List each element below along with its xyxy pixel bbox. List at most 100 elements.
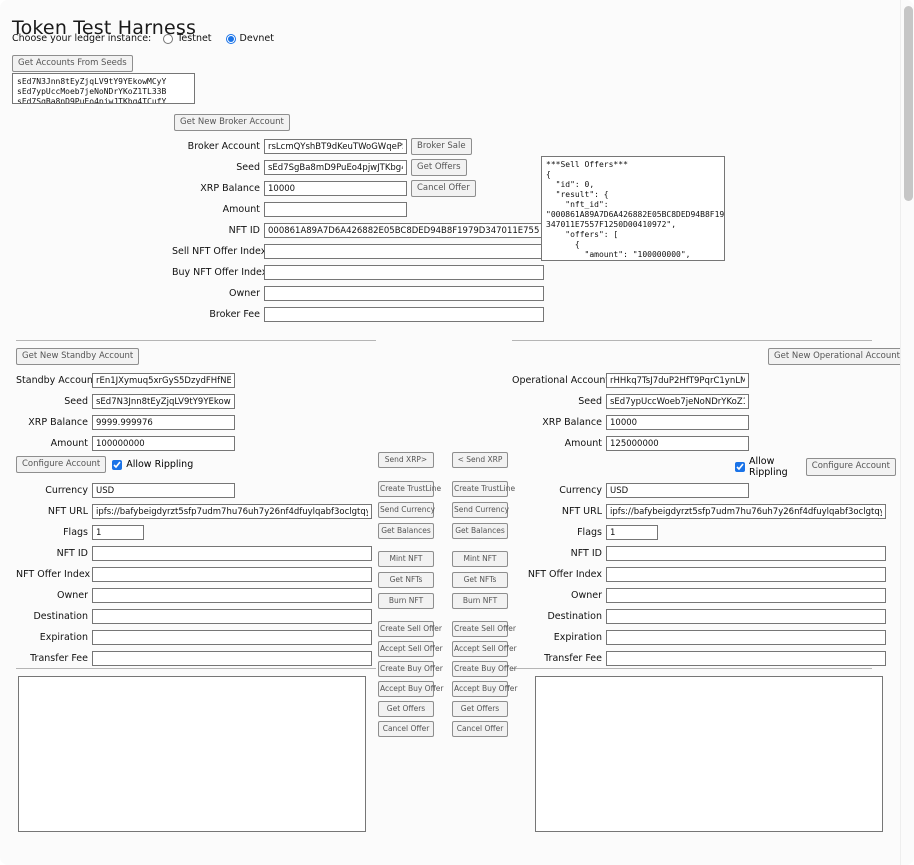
operational-input-expiration[interactable] [606, 630, 886, 645]
standby-action-send-currency-button[interactable]: Send Currency [378, 502, 435, 519]
broker-row-sell-nft-offer-index: Sell NFT Offer Index [172, 244, 544, 259]
standby-input-destination[interactable] [92, 609, 372, 624]
standby-label-standby-account: Standby Account [16, 375, 97, 386]
operational-input-owner[interactable] [606, 588, 886, 603]
standby-action-accept-sell-offer-button[interactable]: Accept Sell Offer [378, 641, 443, 658]
standby-action-create-buy-offer-button[interactable]: Create Buy Offer [378, 661, 443, 678]
broker-input-sell-nft-offer-index[interactable] [264, 244, 544, 259]
operational-row-currency: Currency [512, 483, 749, 498]
standby-input-transfer-fee[interactable] [92, 651, 372, 666]
broker-input-buy-nft-offer-index[interactable] [264, 265, 544, 280]
broker-get-offers-button[interactable]: Get Offers [411, 159, 467, 177]
radio-devnet[interactable]: Devnet [225, 33, 274, 44]
standby-row-nft-offer-index: NFT Offer Index [16, 567, 372, 582]
operational-action-send-xrp-button[interactable]: < Send XRP [452, 452, 508, 469]
standby-input-currency[interactable] [92, 483, 235, 498]
operational-input-nft-url[interactable] [606, 504, 886, 519]
standby-configure-account-button[interactable]: Configure Account [16, 456, 107, 474]
broker-input-broker-account[interactable] [264, 139, 407, 154]
sell-offers-results-textarea[interactable] [541, 156, 725, 261]
standby-input-standby-account[interactable] [92, 373, 235, 388]
operational-action-get-balances-button[interactable]: Get Balances [452, 523, 508, 540]
operational-allow-rippling-label: Allow Rippling [749, 456, 788, 478]
get-new-standby-account-button[interactable]: Get New Standby Account [16, 348, 140, 366]
standby-allow-rippling[interactable]: Allow Rippling [112, 459, 193, 470]
operational-input-transfer-fee[interactable] [606, 651, 886, 666]
operational-row-seed: Seed [512, 394, 749, 409]
operational-configure-account-button[interactable]: Configure Account [805, 458, 896, 476]
broker-sale-button[interactable]: Broker Sale [411, 138, 472, 156]
get-new-broker-account-button[interactable]: Get New Broker Account [174, 114, 290, 132]
operational-action-accept-sell-offer-button[interactable]: Accept Sell Offer [452, 641, 517, 658]
operational-input-operational-account[interactable] [606, 373, 749, 388]
broker-input-nft-id[interactable] [264, 223, 544, 238]
broker-label-amount: Amount [222, 204, 260, 215]
operational-input-flags[interactable] [606, 525, 658, 540]
radio-devnet-input[interactable] [225, 33, 236, 44]
broker-cancel-offer-button[interactable]: Cancel Offer [411, 180, 476, 198]
page-scrollbar[interactable] [900, 0, 914, 865]
operational-row-operational-account: Operational Account [512, 373, 749, 388]
get-accounts-from-seeds-button[interactable]: Get Accounts From Seeds [12, 55, 133, 73]
operational-row-amount: Amount [512, 436, 749, 451]
operational-input-nft-offer-index[interactable] [606, 567, 886, 582]
standby-input-xrp-balance[interactable] [92, 415, 235, 430]
standby-action-send-xrp-button[interactable]: Send XRP> [378, 452, 434, 469]
operational-action-cancel-offer-button[interactable]: Cancel Offer [452, 721, 508, 738]
standby-input-expiration[interactable] [92, 630, 372, 645]
standby-input-flags[interactable] [92, 525, 144, 540]
standby-input-nft-url[interactable] [92, 504, 372, 519]
standby-input-seed[interactable] [92, 394, 235, 409]
standby-action-accept-buy-offer-button[interactable]: Accept Buy Offer [378, 681, 443, 698]
broker-label-nft-id: NFT ID [228, 225, 260, 236]
operational-input-xrp-balance[interactable] [606, 415, 749, 430]
standby-action-mint-nft-button[interactable]: Mint NFT [378, 551, 434, 568]
operational-results-textarea[interactable] [535, 676, 883, 832]
standby-input-owner[interactable] [92, 588, 372, 603]
broker-input-xrp-balance[interactable] [264, 181, 407, 196]
operational-input-amount[interactable] [606, 436, 749, 451]
standby-input-nft-id[interactable] [92, 546, 372, 561]
standby-allow-rippling-checkbox[interactable] [112, 459, 123, 470]
radio-testnet-input[interactable] [163, 33, 174, 44]
broker-input-owner[interactable] [264, 286, 544, 301]
operational-action-mint-nft-button[interactable]: Mint NFT [452, 551, 508, 568]
standby-action-create-trustline-button[interactable]: Create TrustLine [378, 481, 441, 498]
broker-label-sell-nft-offer-index: Sell NFT Offer Index [172, 246, 267, 257]
standby-results-textarea[interactable] [18, 676, 366, 832]
operational-allow-rippling[interactable]: Allow Rippling [735, 456, 800, 478]
standby-input-amount[interactable] [92, 436, 235, 451]
standby-label-xrp-balance: XRP Balance [28, 417, 88, 428]
broker-input-seed[interactable] [264, 160, 407, 175]
radio-testnet[interactable]: Testnet [163, 33, 212, 44]
standby-action-burn-nft-button[interactable]: Burn NFT [378, 593, 434, 610]
operational-action-create-trustline-button[interactable]: Create TrustLine [452, 481, 515, 498]
operational-action-create-buy-offer-button[interactable]: Create Buy Offer [452, 661, 517, 678]
standby-action-get-balances-button[interactable]: Get Balances [378, 523, 434, 540]
operational-input-currency[interactable] [606, 483, 749, 498]
operational-action-accept-buy-offer-button[interactable]: Accept Buy Offer [452, 681, 517, 698]
get-new-operational-account-button[interactable]: Get New Operational Account [768, 348, 906, 366]
standby-input-nft-offer-index[interactable] [92, 567, 372, 582]
operational-allow-rippling-checkbox[interactable] [735, 462, 745, 472]
standby-action-get-offers-button[interactable]: Get Offers [378, 701, 434, 718]
operational-action-get-offers-button[interactable]: Get Offers [452, 701, 508, 718]
page-scrollbar-thumb[interactable] [904, 6, 913, 201]
seeds-textarea[interactable] [12, 73, 195, 104]
operational-action-create-sell-offer-button[interactable]: Create Sell Offer [452, 621, 516, 638]
broker-label-broker-account: Broker Account [187, 141, 260, 152]
ledger-instance-label: Choose your ledger instance: [12, 33, 152, 44]
standby-action-cancel-offer-button[interactable]: Cancel Offer [378, 721, 434, 738]
standby-action-create-sell-offer-button[interactable]: Create Sell Offer [378, 621, 442, 638]
operational-input-nft-id[interactable] [606, 546, 886, 561]
ledger-radio-group[interactable]: Testnet Devnet [163, 33, 288, 44]
operational-action-burn-nft-button[interactable]: Burn NFT [452, 593, 508, 610]
operational-input-seed[interactable] [606, 394, 749, 409]
radio-testnet-label: Testnet [177, 33, 212, 44]
broker-input-amount[interactable] [264, 202, 407, 217]
standby-action-get-nfts-button[interactable]: Get NFTs [378, 572, 434, 589]
operational-action-send-currency-button[interactable]: Send Currency [452, 502, 509, 519]
broker-input-broker-fee[interactable] [264, 307, 544, 322]
operational-input-destination[interactable] [606, 609, 886, 624]
operational-action-get-nfts-button[interactable]: Get NFTs [452, 572, 508, 589]
